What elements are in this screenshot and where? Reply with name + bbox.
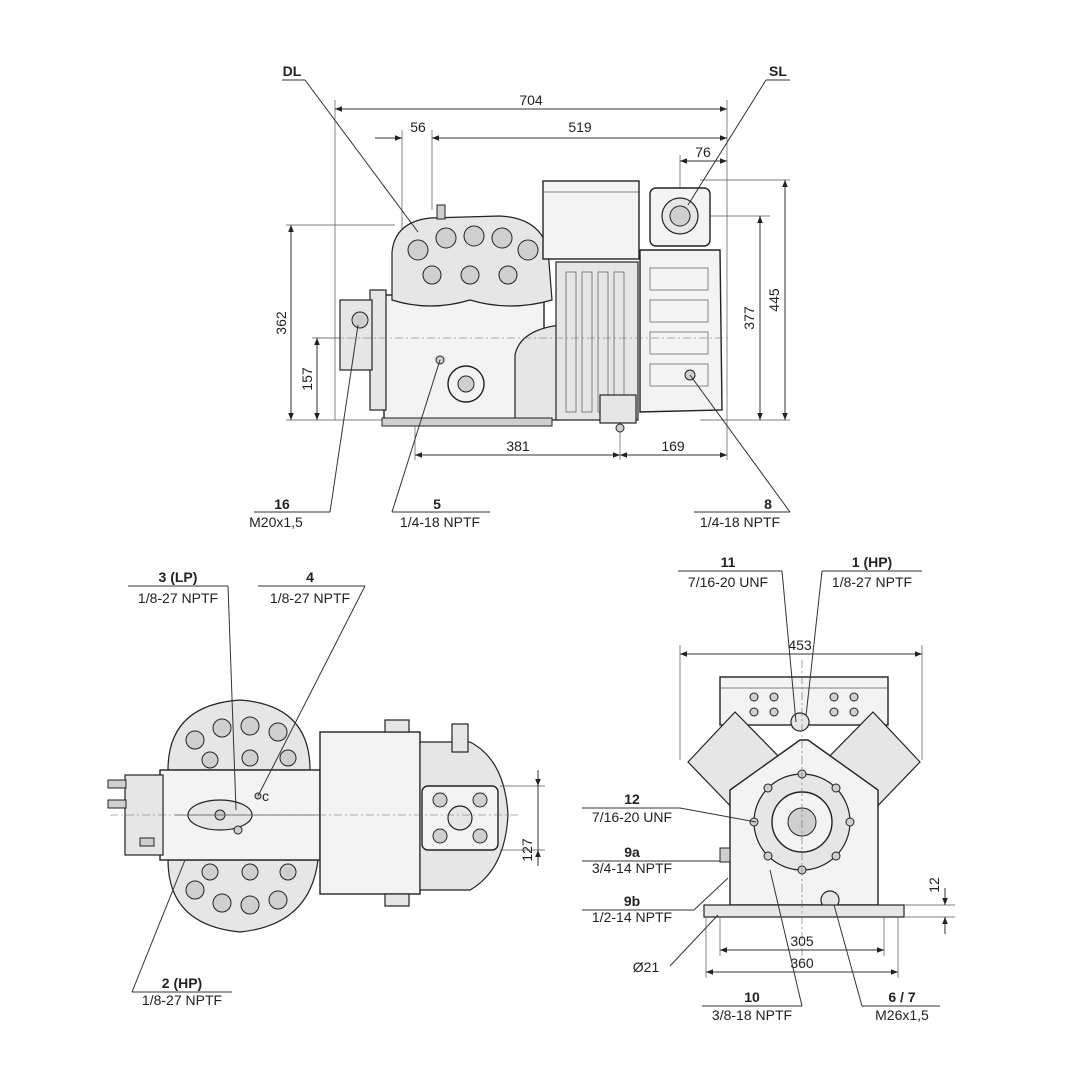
- dim-56: 56: [410, 119, 426, 135]
- dim-445: 445: [766, 288, 782, 312]
- dim-127: 127: [519, 838, 535, 862]
- base-plate: [703, 904, 905, 918]
- side-view: 704 56 519 76 362 157 377 445 381 169 DL…: [249, 63, 791, 530]
- callout-16-spec: M20x1,5: [249, 514, 303, 530]
- dim-157: 157: [299, 367, 315, 391]
- callout-4-spec: 1/8-27 NPTF: [270, 590, 350, 606]
- callout-9b-number: 9b: [624, 893, 640, 909]
- suction-housing: [639, 249, 723, 413]
- dim-12: 12: [926, 877, 942, 893]
- callout-2-spec: 1/8-27 NPTF: [142, 992, 222, 1008]
- callout-8-spec: 1/4-18 NPTF: [700, 514, 780, 530]
- dim-360: 360: [790, 955, 814, 971]
- callout-3-spec: 1/8-27 NPTF: [138, 590, 218, 606]
- dim-381: 381: [506, 438, 530, 454]
- callout-67-spec: M26x1,5: [875, 1007, 929, 1023]
- callout-8-number: 8: [764, 496, 772, 512]
- motor-housing-plan: [319, 731, 421, 895]
- end-view: 453 12 305 360 Ø21 11 7/16-20 UNF 1 (HP)…: [582, 554, 955, 1023]
- dim-704: 704: [519, 92, 543, 108]
- upper-cylinder-bank: [167, 699, 311, 771]
- dim-377: 377: [741, 306, 757, 330]
- terminal-box: [542, 180, 640, 260]
- plan-view: c 127 3 (LP) 1/8-27 NPTF 4: [107, 569, 545, 1008]
- callout-67-number: 6 / 7: [888, 989, 915, 1005]
- label-dl: DL: [283, 63, 302, 79]
- callout-9a-number: 9a: [624, 844, 640, 860]
- callout-5-spec: 1/4-18 NPTF: [400, 514, 480, 530]
- callout-1-spec: 1/8-27 NPTF: [832, 574, 912, 590]
- callout-11-number: 11: [721, 554, 736, 570]
- callout-12-spec: 7/16-20 UNF: [592, 809, 672, 825]
- callout-9b-spec: 1/2-14 NPTF: [592, 909, 672, 925]
- label-sl: SL: [769, 63, 787, 79]
- dim-169: 169: [661, 438, 685, 454]
- dim-453: 453: [788, 637, 812, 653]
- callout-16-number: 16: [274, 496, 290, 512]
- callout-10-spec: 3/8-18 NPTF: [712, 1007, 792, 1023]
- callout-9a-spec: 3/4-14 NPTF: [592, 860, 672, 876]
- callout-11-spec: 7/16-20 UNF: [688, 574, 768, 590]
- dim-519: 519: [568, 119, 592, 135]
- dim-76: 76: [695, 144, 711, 160]
- callout-12-number: 12: [624, 791, 640, 807]
- callout-1-number: 1 (HP): [852, 554, 892, 570]
- dim-diameter-21: Ø21: [633, 959, 660, 975]
- dim-362: 362: [273, 311, 289, 335]
- callout-5-number: 5: [433, 496, 441, 512]
- mark-c: c: [262, 788, 269, 804]
- callout-2-number: 2 (HP): [162, 975, 202, 991]
- dim-305: 305: [790, 933, 814, 949]
- callout-10-number: 10: [744, 989, 760, 1005]
- callout-3-number: 3 (LP): [159, 569, 198, 585]
- callout-4-number: 4: [306, 569, 314, 585]
